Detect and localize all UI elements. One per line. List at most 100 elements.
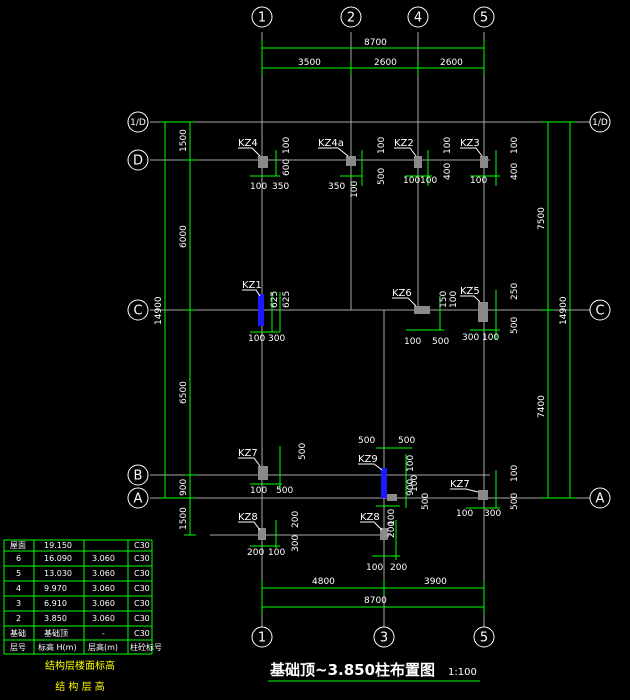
kz8-dim-100: 300 [291,535,301,552]
kz2-dim-100: 100 [403,176,420,186]
tbl-r2-c1: 13.030 [44,569,72,578]
tbl-r0-c3: C30 [134,541,150,550]
dim-top-seg-1: 3500 [298,58,321,68]
kz6-dim-500: 500 [432,337,449,347]
tbl-r2-c0: 5 [16,569,21,578]
axis-bubbles-left: 1/D D C B A [127,111,149,509]
dim-left-seg-4: 900 [179,479,189,496]
column-kz2 [414,156,422,168]
tbl-r1-c0: 6 [16,554,21,563]
kz1-dim-625: 625 [270,291,280,308]
kz9-dim-100b: 500 [421,493,431,510]
tbl-r5-c1: 3.850 [44,614,67,623]
kz6-dim-100b: 100 [404,337,421,347]
kz8r-dim-100: 200 [390,563,407,573]
kz7r-dim-500b: 100 [510,465,520,482]
tbl-r4-c2: 3.060 [92,599,115,608]
dim-left-seg-5: 1500 [179,507,189,530]
axis-bottom-2: 3 [380,631,388,646]
kz7r-dim-500: 100 [456,509,473,519]
column-kz4 [258,156,268,168]
kz3-dim-100b: 100 [510,137,520,154]
dim-left-overall: 14900 [154,296,164,325]
kz8r-dim-200: 100 [366,563,383,573]
kz4a-dim-350: 350 [328,182,345,192]
kz1-dim-100: 100 [248,334,265,344]
axis-right-3: A [596,492,605,507]
column-leaders [238,147,483,531]
tbl-r6-c2: - [102,629,105,638]
kz3-dim-100: 100 [470,176,487,186]
left-dimensions: 14900 1500 6000 6500 900 1500 [154,121,196,536]
top-dimensions: 8700 3500 2600 2600 [261,38,485,75]
tbl-r0-c0: 屋面 [10,541,26,550]
kz5-dim-500: 500 [510,317,520,334]
tbl-r6-c0: 基础 [10,628,26,638]
kz3-dim-400: 400 [510,163,520,180]
kz8-dim-300: 200 [291,511,301,528]
dim-left-seg-2: 6000 [179,225,189,248]
dim-bottom-overall: 8700 [364,596,387,606]
kz8-dim-200: 100 [268,548,285,558]
kz4a-dim-100: 100 [377,137,387,154]
axis-top-3: 4 [414,11,422,26]
column-kz9-stub [387,494,397,501]
axis-left-3: C [133,304,142,319]
dim-right-seg-2: 7400 [537,395,547,418]
tbl-r1-c3: C30 [134,554,150,563]
column-dim-texts: 600 100 350 100 350 100 500 100 100 100 … [247,137,520,573]
column-kz4a [346,156,356,166]
label-kz8-right: KZ8 [360,512,380,523]
tbl-r3-c0: 4 [16,584,21,593]
kz9-dim-500c: 100 [406,455,416,472]
column-kz7-right [478,490,488,500]
tbl-r7-c1: 标高 H(m) [38,642,77,652]
tbl-r5-c0: 2 [16,614,21,623]
label-kz6: KZ6 [392,288,412,299]
label-kz4: KZ4 [238,138,258,149]
kz2-dim-100c: 100 [443,137,453,154]
dim-top-seg-3: 2600 [440,58,463,68]
elevation-table: 屋面 19.150 C30 6 16.090 3.060 C30 5 13.03… [3,539,162,693]
tbl-r5-c3: C30 [134,614,150,623]
label-kz3: KZ3 [460,138,480,149]
tbl-r1-c2: 3.060 [92,554,115,563]
tbl-r4-c3: C30 [134,599,150,608]
axis-left-1: 1/D [130,118,146,128]
kz5-dim-250: 250 [510,283,520,300]
column-dim-lines [250,150,500,560]
kz7r-dim-100: 500 [510,493,520,510]
column-kz9 [381,468,387,498]
table-caption-2: 结 构 层 高 [55,680,105,693]
axis-right-2: C [595,304,604,319]
kz7-dim-100: 100 [250,486,267,496]
column-kz5 [478,302,488,322]
tbl-r6-c1: 基础顶 [44,628,68,638]
column-labels: KZ4 KZ4a KZ2 KZ3 KZ1 KZ6 KZ5 KZ7 KZ9 KZ7… [238,138,480,523]
right-dimensions: 7500 7400 14900 [537,121,576,499]
kz8-dim-100b: 200 [247,548,264,558]
tbl-r3-c3: C30 [134,584,150,593]
axis-bottom-1: 1 [258,631,266,646]
tbl-r4-c0: 3 [16,599,21,608]
label-kz8-left: KZ8 [238,512,258,523]
kz4-dim-600: 600 [282,159,292,176]
kz4-dim-350: 350 [272,182,289,192]
kz4a-dim-100b: 100 [350,181,360,198]
label-kz2: KZ2 [394,138,414,149]
label-kz1: KZ1 [242,280,262,291]
tbl-r3-c2: 3.060 [92,584,115,593]
kz6-dim-100: 100 [449,291,459,308]
axis-bottom-3: 5 [480,631,488,646]
dim-right-overall: 14900 [559,296,569,325]
kz8r-dim-300: 200 [387,521,397,538]
kz9-dim-500b: 500 [398,436,415,446]
column-kz6 [414,306,430,314]
kz4-dim-100: 100 [282,137,292,154]
tbl-r5-c2: 3.060 [92,614,115,623]
axis-left-5: A [134,492,143,507]
kz9-dim-500d: 100 [387,509,397,526]
axis-top-4: 5 [480,11,488,26]
column-kz8-left [258,528,266,540]
label-kz7-right: KZ7 [450,479,470,490]
